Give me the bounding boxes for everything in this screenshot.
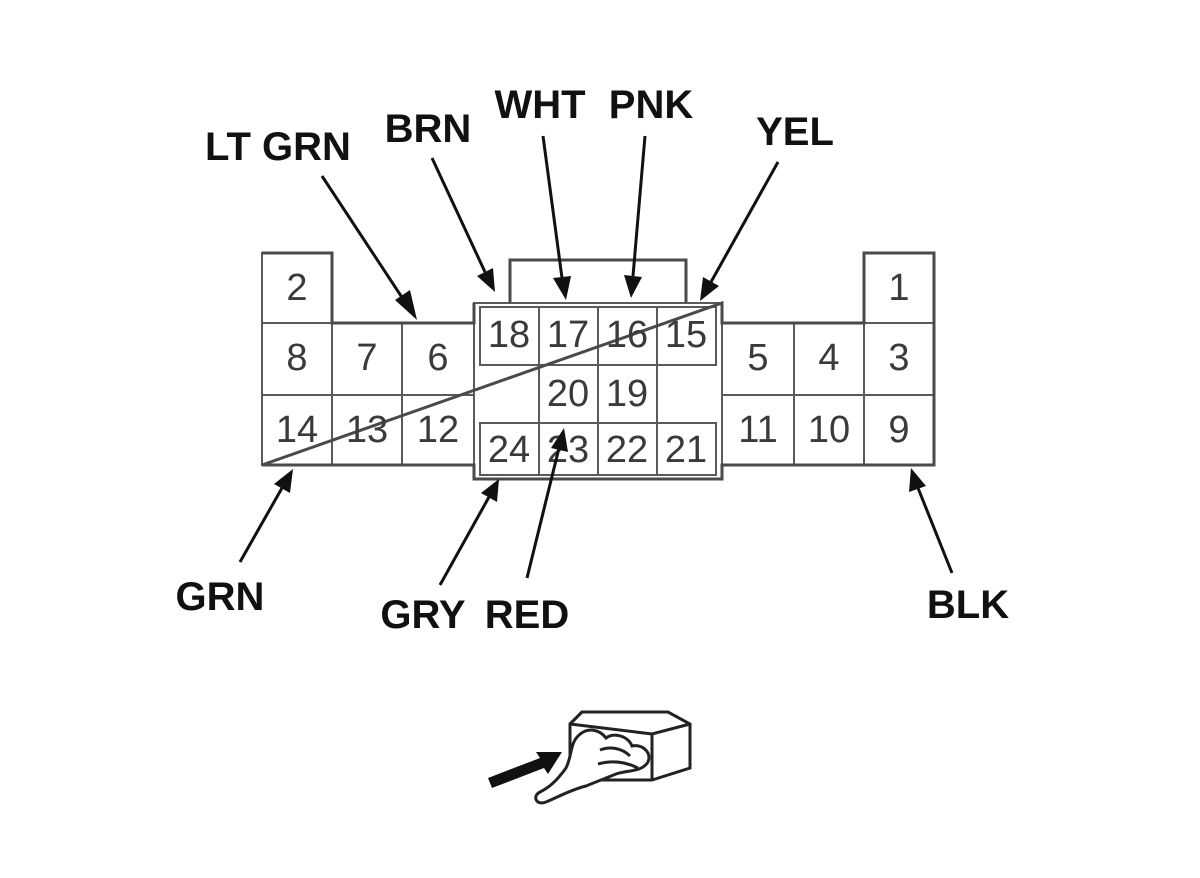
pin-7: 7 (356, 337, 377, 379)
pin-3: 3 (888, 337, 909, 379)
wire-label-grn: GRN (176, 575, 265, 619)
pin-labels: 1 2 3 4 5 6 7 8 9 10 11 12 13 14 15 16 1… (276, 267, 910, 471)
pin-1: 1 (888, 267, 909, 309)
arrow-grn (238, 487, 284, 563)
arrow-pnk (631, 135, 647, 277)
wire-label-pnk: PNK (609, 83, 694, 127)
pin-22: 22 (606, 429, 648, 471)
pin-19: 19 (606, 373, 648, 415)
arrow-brn (430, 157, 487, 273)
pin-5: 5 (747, 337, 768, 379)
pin-4: 4 (818, 337, 839, 379)
terminal-side-view-hand-icon (488, 710, 692, 805)
pin-18: 18 (488, 314, 530, 356)
pin-17: 17 (547, 314, 589, 356)
arrow-yel (709, 161, 780, 283)
pin-8: 8 (286, 337, 307, 379)
pin-12: 12 (417, 409, 459, 451)
pin-11: 11 (738, 409, 777, 451)
pin-21: 21 (665, 429, 707, 471)
wire-label-yel: YEL (756, 110, 834, 154)
arrow-gry (438, 496, 491, 586)
pin-13: 13 (346, 409, 388, 451)
wire-label-red: RED (485, 593, 569, 637)
pin-2: 2 (286, 267, 307, 309)
pin-20: 20 (547, 373, 589, 415)
pin-6: 6 (427, 337, 448, 379)
pin-9: 9 (888, 409, 909, 451)
pin-10: 10 (808, 409, 850, 451)
leader-arrows (238, 135, 954, 586)
pin-15: 15 (665, 314, 707, 356)
connector-body (261, 251, 936, 481)
wire-label-lt-grn: LT GRN (205, 125, 351, 169)
arrow-wht (541, 135, 564, 279)
arrow-blk (916, 487, 954, 574)
wire-label-brn: BRN (385, 107, 472, 151)
wire-labels: LT GRN BRN WHT PNK YEL GRN GRY RED BLK (176, 83, 1010, 637)
wire-label-wht: WHT (494, 83, 585, 127)
pin-24: 24 (488, 429, 530, 471)
pin-14: 14 (276, 409, 318, 451)
arrow-lt-grn (320, 175, 407, 303)
pin-23: 23 (547, 429, 589, 471)
wire-label-gry: GRY (380, 593, 466, 637)
wire-label-blk: BLK (927, 583, 1009, 627)
pin-16: 16 (606, 314, 648, 356)
arrow-red (525, 447, 561, 579)
